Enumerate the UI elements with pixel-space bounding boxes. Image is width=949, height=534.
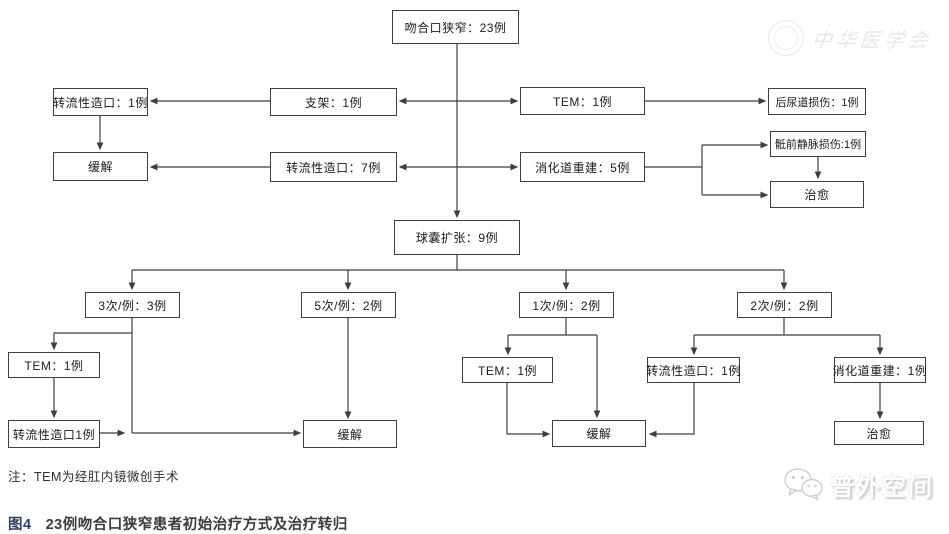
channel-watermark: 普外空间 [782,466,934,502]
node-tem-row2: TEM：1例 [520,87,645,115]
figure-caption-text: 23例吻合口狭窄患者初始治疗方式及治疗转归 [45,517,348,533]
channel-watermark-text: 普外空间 [830,473,934,501]
node-1-time: 1次/例：2例 [519,292,614,318]
node-diverting-stoma-7: 转流性造口：7例 [270,152,397,182]
node-balloon-dilation: 球囊扩张：9例 [394,220,520,255]
node-diverting-stoma-bottom-left: 转流性造口1例 [8,420,100,448]
node-5-times: 5次/例：2例 [301,292,396,318]
node-tem-bottom-left: TEM：1例 [8,352,100,378]
node-tem-bottom-middle: TEM：1例 [462,357,553,383]
wechat-icon [784,468,823,501]
node-digestive-reconstruction-1: 消化道重建：1例 [833,357,927,383]
figure-number: 图4 [8,517,32,533]
node-diverting-stoma-1: 转流性造口：1例 [53,88,148,116]
society-watermark: 中华医学会 [768,20,933,56]
figure-note: 注：TEM为经肛内镜微创手术 [8,470,179,484]
node-2-times: 2次/例：2例 [737,292,832,318]
node-cured-upper: 治愈 [770,181,864,208]
node-digestive-reconstruction-5: 消化道重建：5例 [520,152,645,182]
node-stent-1: 支架：1例 [270,88,397,116]
node-relief-bottom-left: 缓解 [303,420,397,448]
society-seal-icon [768,20,804,56]
figure-caption: 图4 23例吻合口狭窄患者初始治疗方式及治疗转归 [8,513,348,534]
society-watermark-text: 中华医学会 [810,29,933,52]
node-relief-bottom-middle: 缓解 [552,420,646,447]
node-presacral-vein-injury: 骶前静脉损伤:1例 [770,131,866,157]
node-diverting-stoma-bottom-right: 转流性造口：1例 [646,357,740,383]
node-cured-bottom-right: 治愈 [834,421,924,445]
node-anastomotic-stricture: 吻合口狭窄：23例 [392,10,519,44]
node-posterior-urethra-injury: 后尿道损伤：1例 [768,88,866,115]
node-3-times: 3次/例：3例 [85,292,180,318]
node-relief-left: 缓解 [53,152,148,181]
